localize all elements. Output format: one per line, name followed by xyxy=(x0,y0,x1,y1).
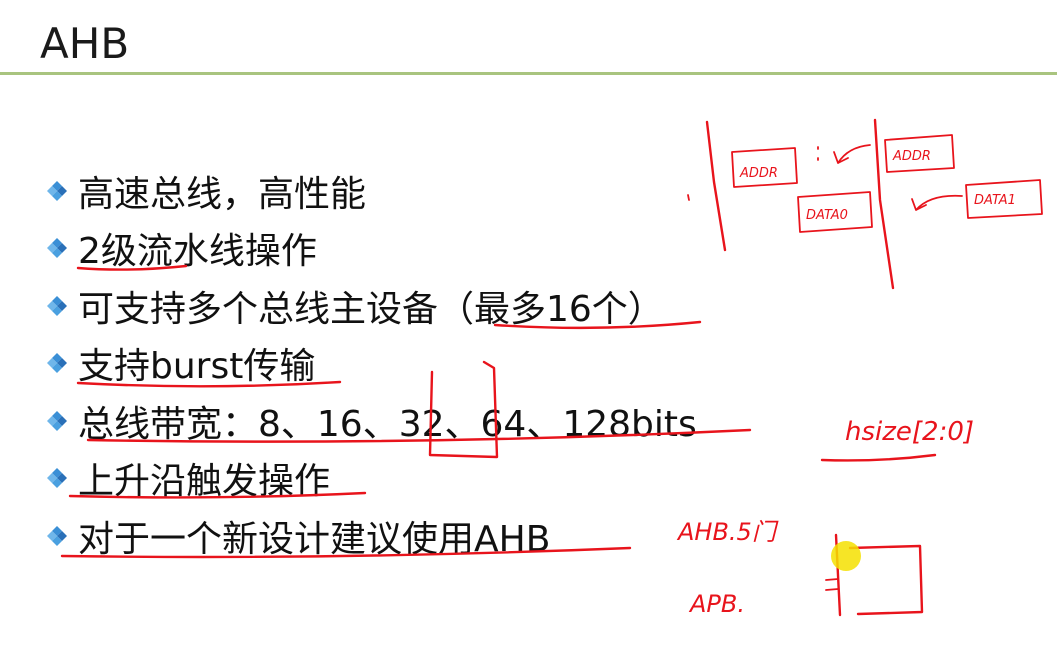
bullet-item: 上升沿触发操作 xyxy=(44,450,697,508)
bullet-list: 高速总线，高性能 2级流水线操作 可支持多个总线主设备（最多16个） 支持bur… xyxy=(44,162,697,565)
data-box xyxy=(797,191,873,233)
bullet-text: 对于一个新设计建议使用AHB xyxy=(78,518,551,560)
bullet-diamond-icon xyxy=(44,293,70,319)
hsize-note: hsize[2:0] xyxy=(845,417,974,447)
slide-title: AHB xyxy=(40,19,130,68)
bracket-sketch xyxy=(834,533,924,617)
bullet-item: 可支持多个总线主设备（最多16个） xyxy=(44,277,697,335)
bullet-diamond-icon xyxy=(44,235,70,261)
bullet-text: 上升沿触发操作 xyxy=(78,461,331,503)
addr-box xyxy=(731,147,798,188)
data-box xyxy=(965,179,1043,219)
bullet-text: 可支持多个总线主设备（最多16个） xyxy=(78,288,664,330)
bullet-item: 支持burst传输 xyxy=(44,335,697,393)
bullet-text: 总线带宽：8、16、32、64、128bits xyxy=(78,403,697,445)
pipeline-divider xyxy=(705,120,727,252)
bullet-text: 高速总线，高性能 xyxy=(78,173,367,215)
dash-mark xyxy=(825,578,839,591)
bullet-text: 支持burst传输 xyxy=(78,346,316,388)
addr-box xyxy=(884,134,955,173)
data-label: DATA0 xyxy=(806,208,848,223)
bullet-item: 对于一个新设计建议使用AHB xyxy=(44,507,697,565)
bullet-diamond-icon xyxy=(44,408,70,434)
bullet-diamond-icon xyxy=(44,523,70,549)
title-divider xyxy=(0,72,1057,75)
addr-label: ADDR xyxy=(892,149,931,164)
apb-note: APB. xyxy=(688,590,745,618)
cursor-highlight xyxy=(831,541,861,571)
bullet-item: 总线带宽：8、16、32、64、128bits xyxy=(44,392,697,450)
arrow-stroke xyxy=(911,194,963,211)
arrow-stroke xyxy=(833,144,871,164)
bullet-diamond-icon xyxy=(44,350,70,376)
addr-label: ADDR xyxy=(739,166,778,181)
underline-stroke xyxy=(820,453,937,462)
pipeline-divider xyxy=(873,118,895,290)
bullet-text: 2级流水线操作 xyxy=(78,231,317,273)
data-label: DATA1 xyxy=(974,193,1016,208)
bullet-diamond-icon xyxy=(44,178,70,204)
bullet-diamond-icon xyxy=(44,465,70,491)
bullet-item: 2级流水线操作 xyxy=(44,220,697,278)
bullet-item: 高速总线，高性能 xyxy=(44,162,697,220)
